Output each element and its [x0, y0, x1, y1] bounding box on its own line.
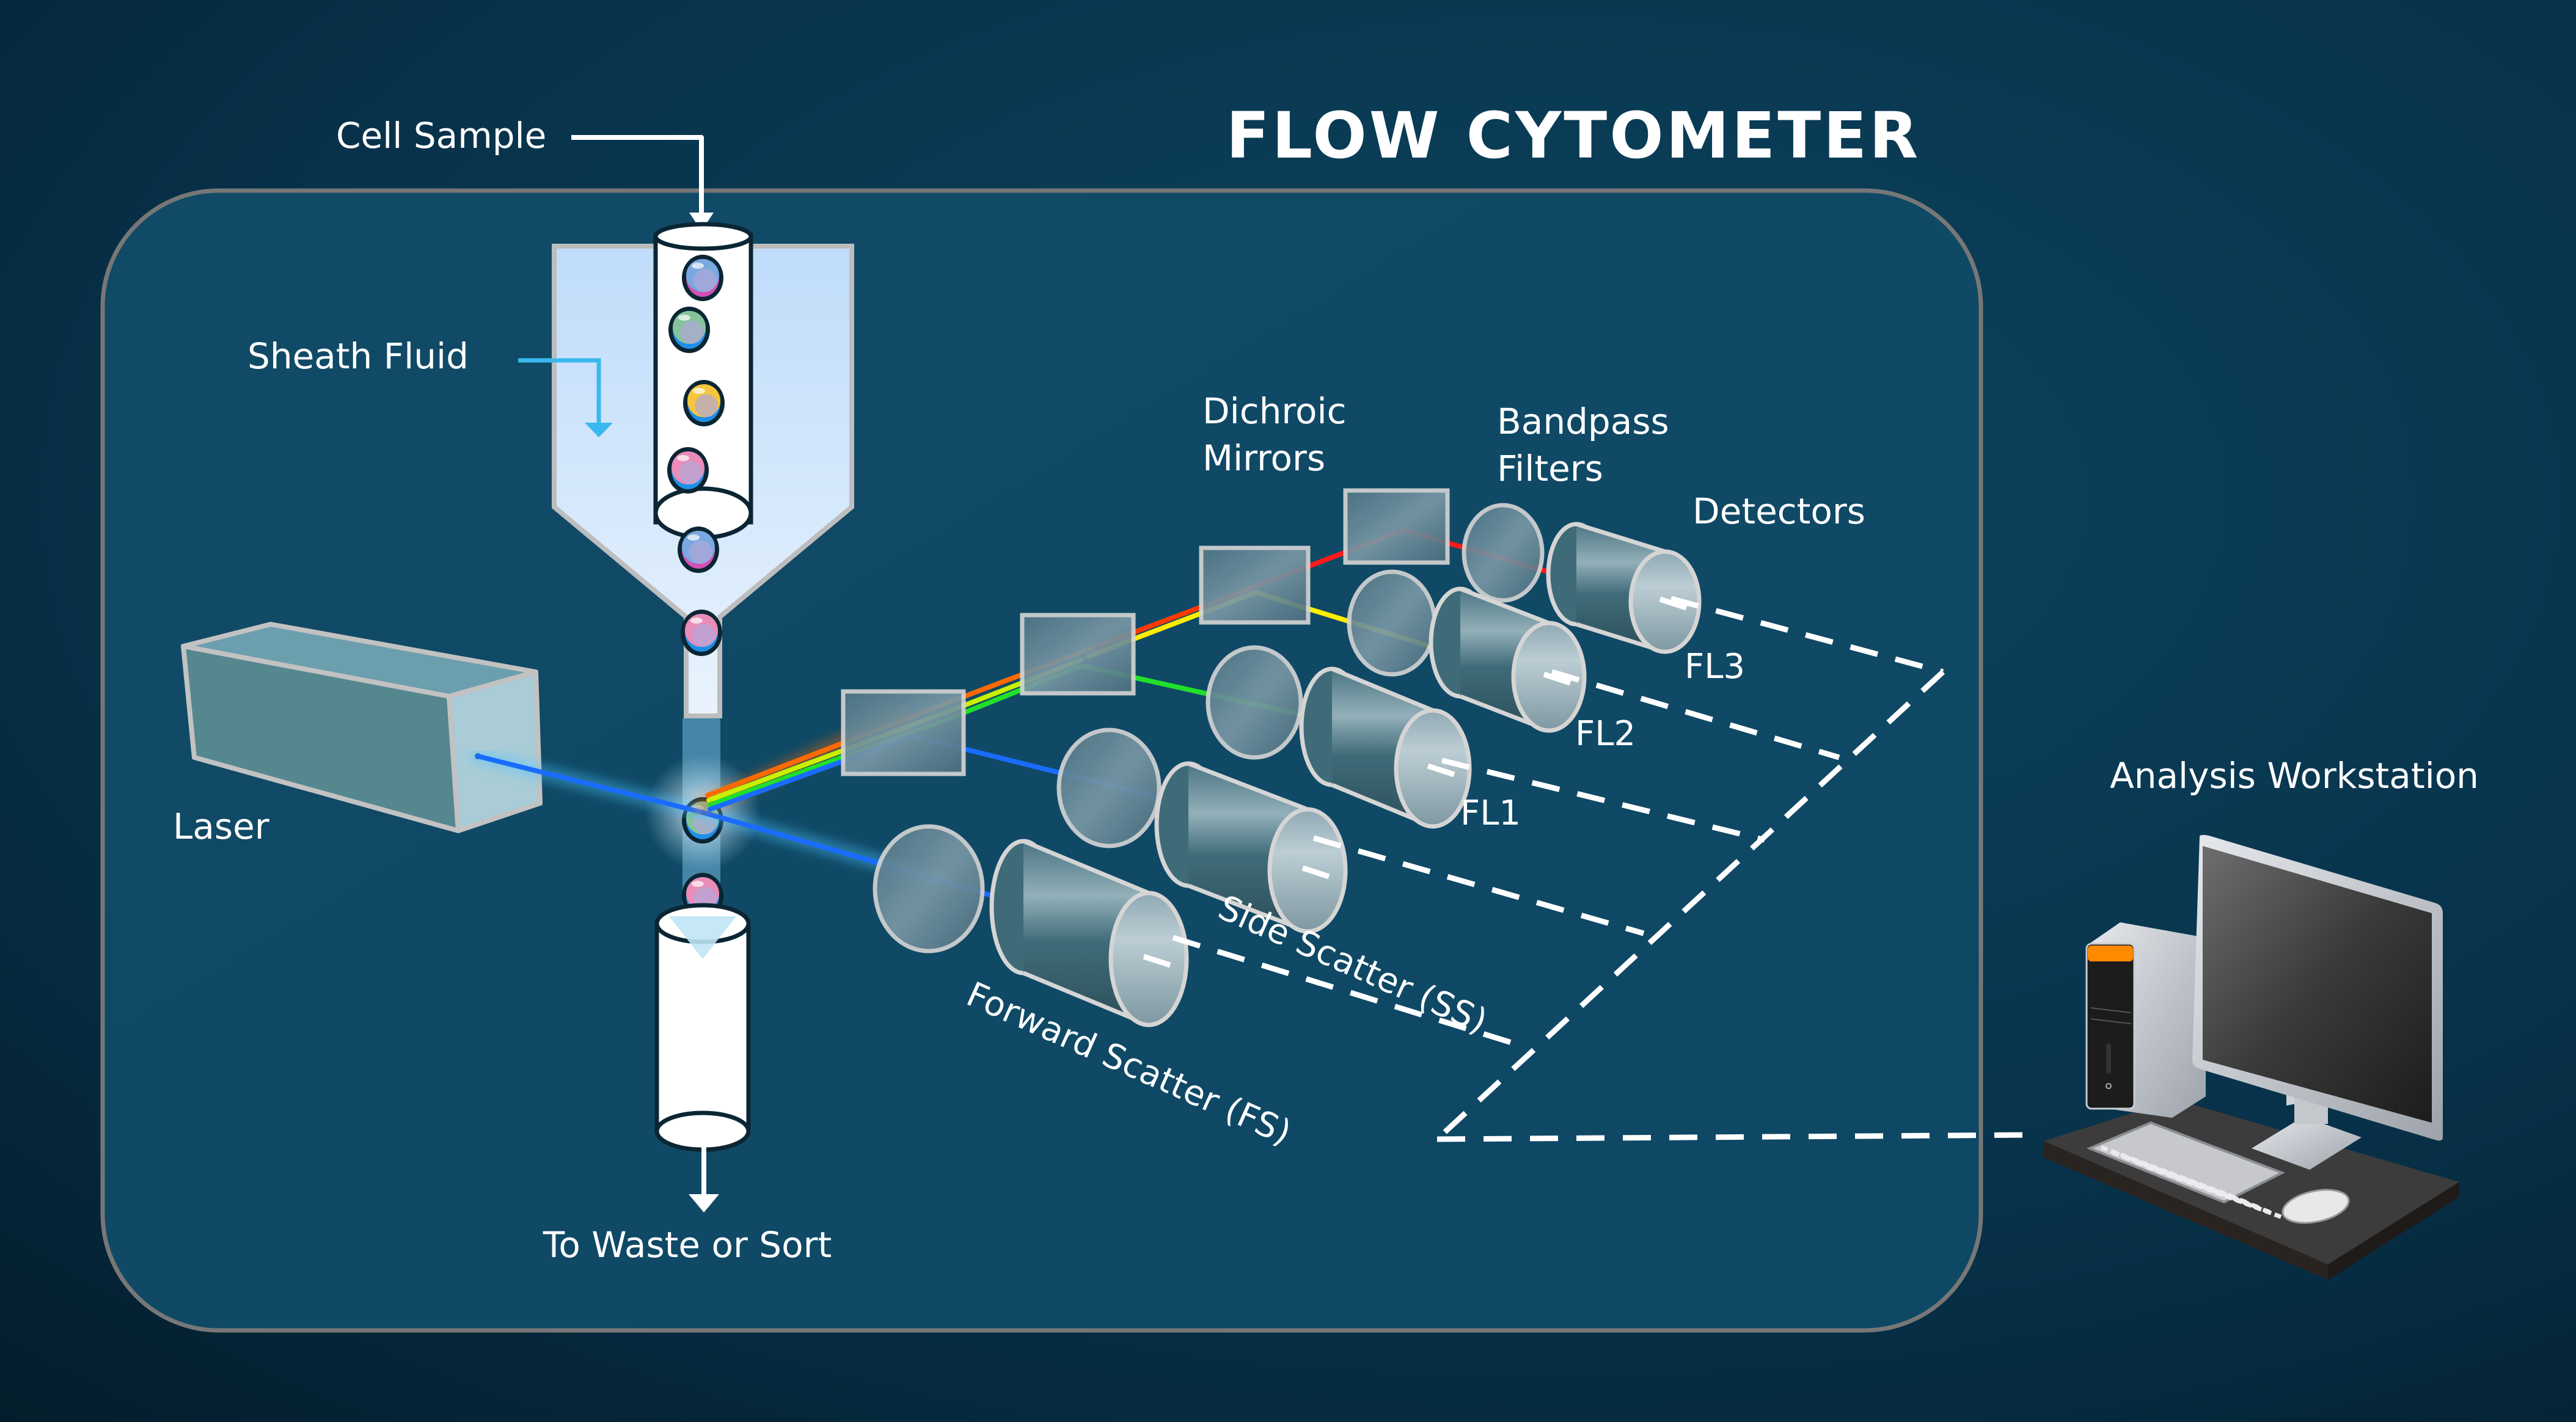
bandpass-filters-label-1: Bandpass	[1497, 401, 1669, 442]
cell	[683, 380, 725, 426]
cell	[682, 255, 723, 301]
to-waste-or-sort-label: To Waste or Sort	[543, 1224, 832, 1266]
fl3-detector	[1546, 522, 1702, 654]
cell	[678, 527, 719, 573]
side-scatter-detector	[1154, 761, 1348, 934]
bandpass-filter-ss	[1056, 727, 1162, 848]
sheath-fluid-label: Sheath Fluid	[247, 335, 469, 377]
waste-collection-tube	[654, 903, 751, 1152]
dichroic-mirror-2	[1020, 613, 1136, 696]
bandpass-filter-fl3	[1462, 503, 1545, 603]
dichroic-mirrors-label-1: Dichroic	[1202, 390, 1346, 432]
keyboard-keys	[2100, 1145, 2282, 1219]
signal-lines	[1172, 596, 2029, 1142]
detectors	[989, 522, 1702, 1027]
sheath-fluid-arrow	[518, 358, 613, 437]
dichroic-mirror-3	[1199, 545, 1311, 625]
cell-sample-label: Cell Sample	[336, 115, 546, 156]
cell	[668, 307, 710, 353]
bandpass-filter-fs	[873, 824, 985, 953]
detectors-label: Detectors	[1692, 490, 1865, 532]
dichroic-mirrors	[841, 488, 1450, 776]
forward-scatter-detector	[989, 839, 1189, 1027]
cell	[681, 610, 722, 656]
dichroic-mirror-1	[841, 689, 966, 776]
fl1-label: FL1	[1460, 793, 1521, 833]
computer-tower-icon	[2085, 922, 2206, 1118]
waste-arrow	[689, 1142, 719, 1212]
monitor-icon	[2192, 834, 2443, 1170]
keyboard-icon	[2086, 1121, 2285, 1204]
dichroic-mirrors-label-2: Mirrors	[1202, 437, 1325, 479]
fl3-label: FL3	[1685, 647, 1745, 687]
laser-beam	[475, 754, 705, 815]
dichroic-mirror-4	[1343, 488, 1450, 565]
bandpass-filter-fl1	[1206, 645, 1303, 760]
bandpass-filter-fl2	[1347, 569, 1437, 677]
bandpass-filters-label-2: Filters	[1497, 448, 1603, 489]
laser-source	[181, 622, 543, 833]
laser-label: Laser	[173, 806, 269, 847]
fl2-label: FL2	[1575, 714, 1636, 754]
analysis-workstation-label: Analysis Workstation	[2110, 755, 2479, 797]
mouse-icon	[2281, 1189, 2350, 1224]
fl2-detector	[1429, 586, 1587, 733]
analysis-workstation	[2044, 834, 2459, 1280]
cell-sample-arrow	[571, 135, 714, 231]
fl1-detector	[1299, 666, 1472, 829]
diagram-title: FLOW CYTOMETER	[1226, 98, 1921, 173]
bandpass-filters	[873, 503, 1545, 953]
cell	[667, 447, 709, 494]
